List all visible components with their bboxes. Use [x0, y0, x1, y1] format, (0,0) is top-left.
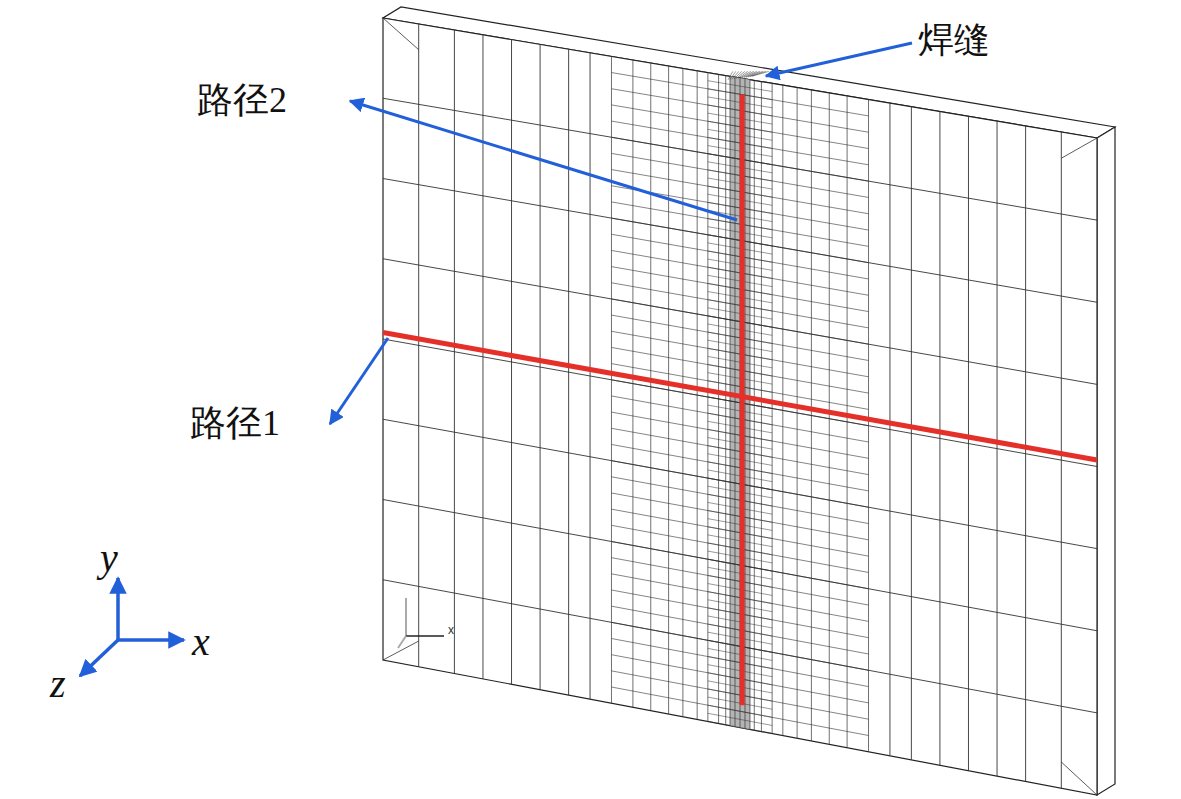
weld-label: 焊缝	[918, 22, 990, 58]
axis-triad	[80, 578, 184, 676]
leader-line	[766, 43, 912, 76]
axis-label: y	[100, 538, 118, 578]
path-label: 路径2	[197, 82, 287, 118]
axis-label: x	[192, 622, 210, 662]
leader-line	[330, 338, 388, 424]
leader-line	[350, 101, 737, 220]
leader-lines	[330, 43, 912, 424]
mini-axis-triad	[398, 598, 444, 648]
plate-mesh	[383, 7, 1115, 795]
path-label: 路径1	[190, 405, 280, 441]
axis-label: x	[448, 624, 454, 636]
axis-label: z	[50, 664, 66, 704]
